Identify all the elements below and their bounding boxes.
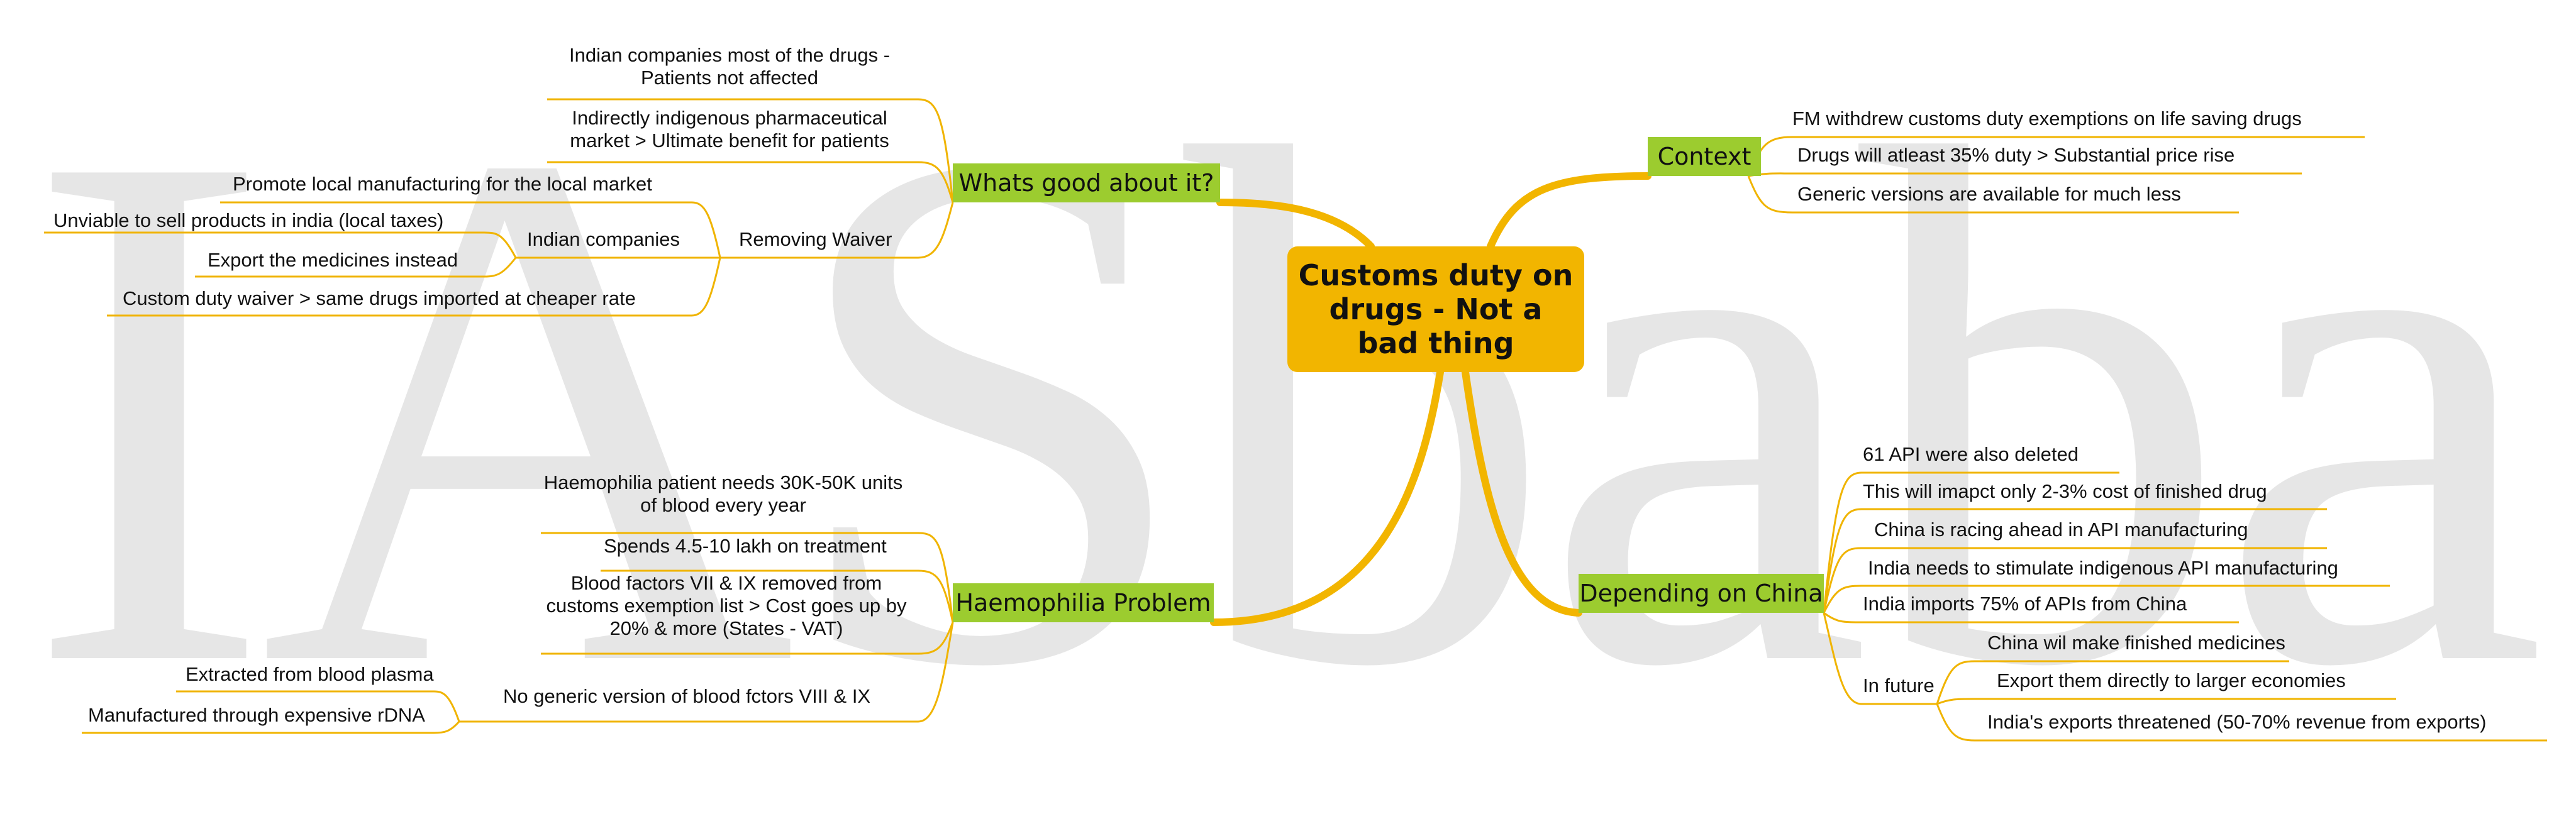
generic-item: Manufactured through expensive rDNA — [88, 704, 425, 726]
china-item: India imports 75% of APIs from China — [1863, 593, 2187, 615]
indian-item: Export the medicines instead — [208, 249, 458, 271]
good-item: Indirectly indigenous pharmaceutical mar… — [570, 107, 889, 151]
future-item: China wil make finished medicines — [1987, 632, 2285, 654]
context-item: Generic versions are available for much … — [1797, 183, 2181, 205]
no-generic-label: No generic version of blood fctors VIII … — [503, 685, 871, 707]
china-item: 61 API were also deleted — [1863, 443, 2079, 465]
waiver-item: Promote local manufacturing for the loca… — [233, 173, 652, 195]
branch-china: Depending on China — [1579, 574, 1824, 613]
branch-haemo: Haemophilia Problem — [953, 583, 1214, 622]
branch-context: Context — [1648, 137, 1761, 176]
haemo-item: Blood factors VII & IX removed from cust… — [546, 572, 907, 639]
watermark: IASbaba — [25, 0, 2546, 819]
haemo-item: Haemophilia patient needs 30K-50K units … — [543, 471, 903, 516]
indian-companies-label: Indian companies — [527, 228, 680, 250]
connector-good — [1216, 199, 1375, 250]
waiver-item: Custom duty waiver > same drugs imported… — [123, 287, 636, 309]
connector-haemo — [1210, 368, 1444, 626]
context-item: Drugs will atleast 35% duty > Substantia… — [1797, 144, 2235, 166]
context-item: FM withdrew customs duty exemptions on l… — [1792, 107, 2302, 129]
china-item: China is racing ahead in API manufacturi… — [1874, 519, 2248, 541]
connector-context — [1487, 172, 1652, 250]
haemo-item: Spends 4.5-10 lakh on treatment — [604, 535, 887, 557]
waiver-label: Removing Waiver — [739, 228, 892, 250]
in-future-label: In future — [1863, 674, 1935, 696]
future-item: India's exports threatened (50-70% reven… — [1987, 711, 2487, 733]
china-item: India needs to stimulate indigenous API … — [1868, 557, 2338, 579]
china-item: This will imapct only 2-3% cost of finis… — [1863, 480, 2267, 502]
generic-item: Extracted from blood plasma — [186, 663, 434, 685]
good-item: Indian companies most of the drugs - Pat… — [569, 44, 891, 89]
indian-item: Unviable to sell products in india (loca… — [53, 209, 444, 231]
central-topic: Customs duty on drugs - Not a bad thing — [1287, 246, 1584, 372]
future-item: Export them directly to larger economies — [1997, 669, 2346, 691]
connectors — [44, 98, 2547, 742]
connector-china — [1462, 368, 1582, 617]
mind-map: IASbaba — [25, 0, 2547, 819]
branch-good: Whats good about it? — [953, 163, 1220, 202]
